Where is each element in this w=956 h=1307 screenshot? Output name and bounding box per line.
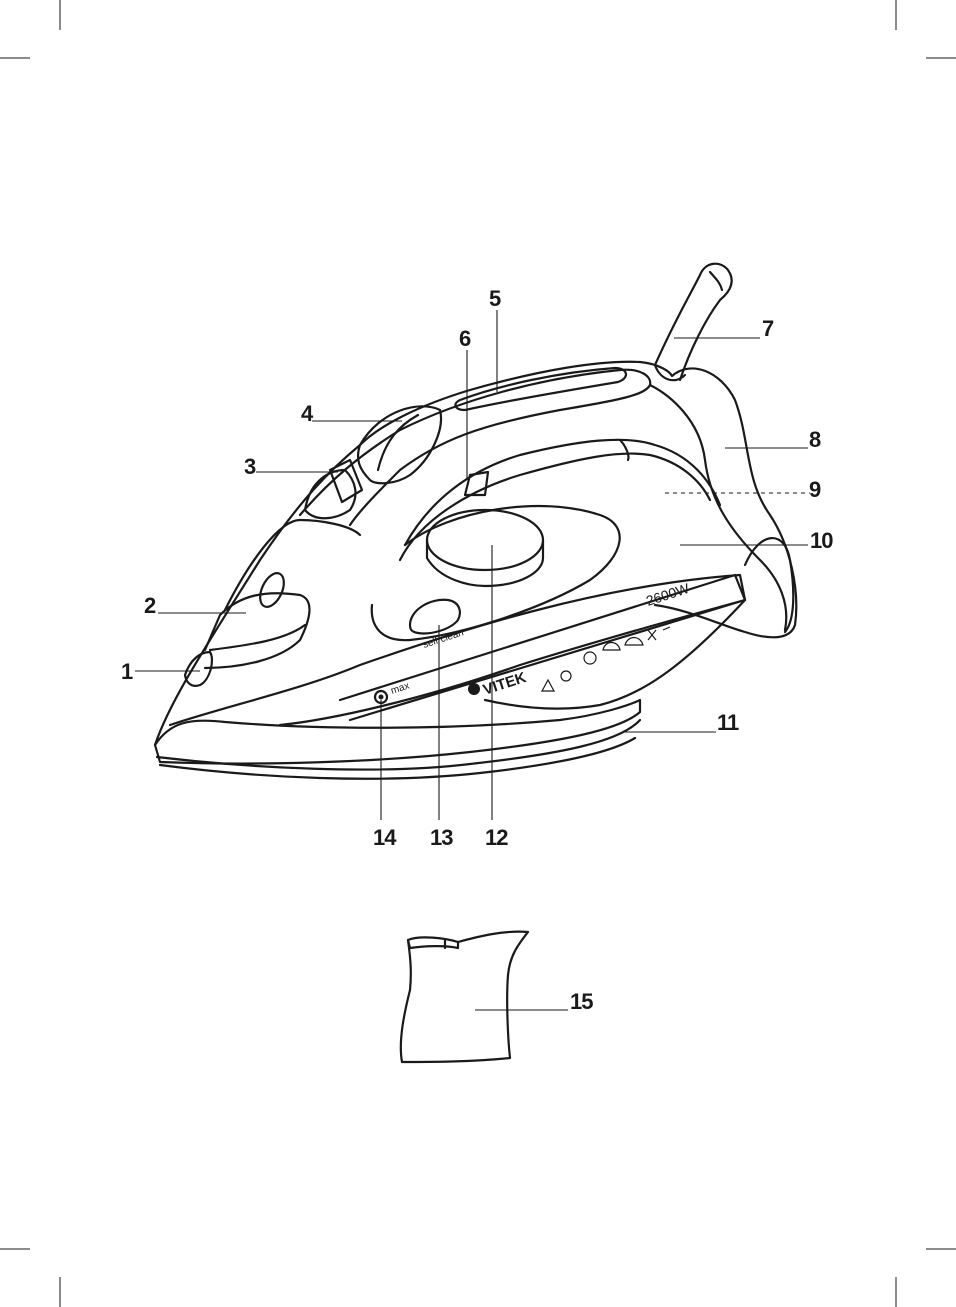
label-3: 3 [244, 454, 256, 479]
leader-lines [135, 310, 808, 1011]
label-13: 13 [430, 825, 453, 850]
iron-body [153, 262, 810, 780]
care-icons [540, 621, 673, 692]
label-9: 9 [809, 477, 821, 502]
label-1: 1 [121, 659, 133, 684]
label-2: 2 [144, 593, 156, 618]
label-15: 15 [570, 989, 593, 1014]
measuring-cup [399, 930, 530, 1064]
label-4: 4 [301, 401, 314, 426]
label-8: 8 [809, 427, 821, 452]
label-14: 14 [373, 825, 397, 850]
label-6: 6 [459, 326, 471, 351]
label-10: 10 [810, 528, 833, 553]
label-7: 7 [762, 316, 774, 341]
label-11: 11 [717, 710, 739, 735]
brand-logo-icon [468, 683, 480, 695]
label-5: 5 [489, 286, 501, 311]
label-12: 12 [485, 825, 508, 850]
